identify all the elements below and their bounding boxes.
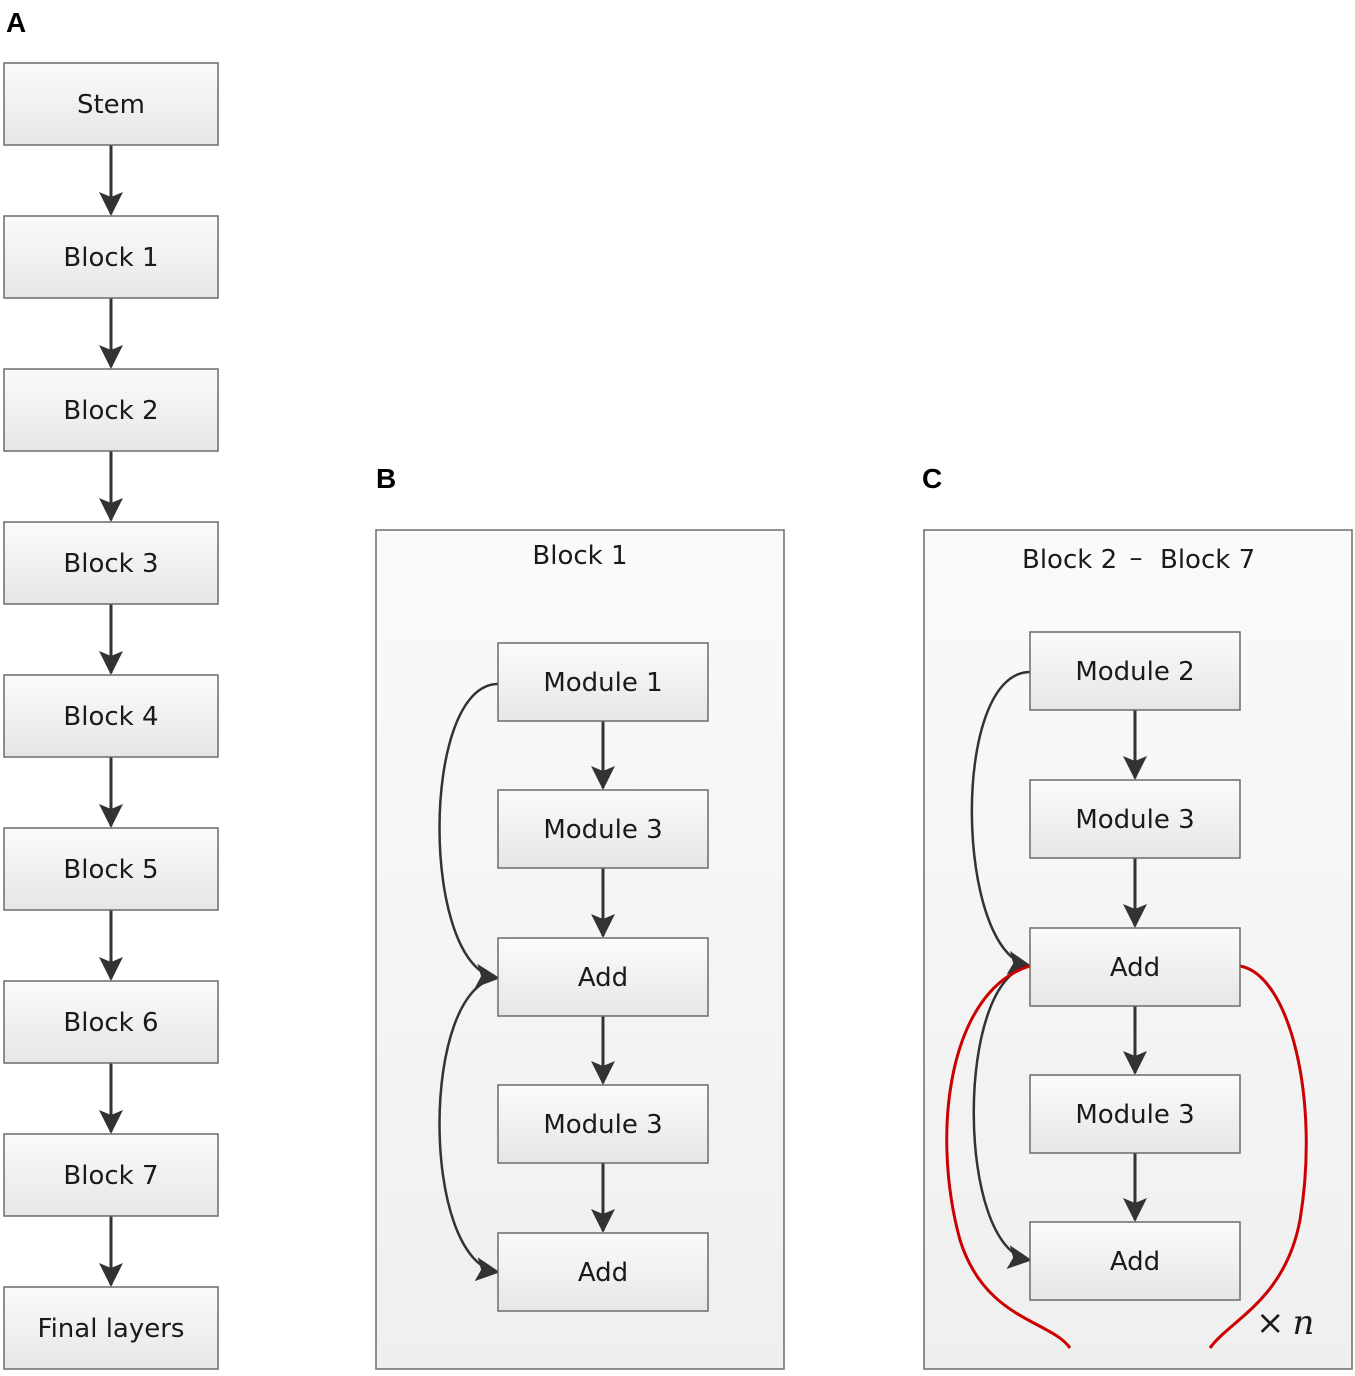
repeat-label: ×n: [1256, 1303, 1314, 1343]
panel-c-node-label: Module 3: [1075, 805, 1194, 835]
panel-a-node-label: Stem: [77, 90, 145, 120]
panel-a-node-3: Block 2: [3, 368, 219, 452]
panel-a-node-label: Final layers: [38, 1314, 185, 1344]
repeat-loop-left: [945, 964, 1072, 1349]
panel-b-skip-arrow-2: [438, 976, 500, 1282]
panel-c-node-label: Add: [1110, 1247, 1160, 1277]
panel-a-node-label: Block 5: [63, 855, 158, 885]
panel-a-node-label: Block 6: [63, 1008, 158, 1038]
panel-b-node-2: Module 3: [497, 789, 709, 869]
panel-a-node-label: Block 1: [63, 243, 158, 273]
panel-b-node-4: Module 3: [497, 1084, 709, 1164]
panel-a-node-1: Stem: [3, 62, 219, 146]
panel-a-letter: A: [6, 7, 26, 38]
panel-c-node-2: Module 3: [1029, 779, 1241, 859]
panel-b-node-box: [497, 1232, 709, 1312]
panel-a-node-8: Block 7: [3, 1133, 219, 1217]
panel-a-node-label: Block 4: [63, 702, 158, 732]
panel-b-skip-arrow-1: [438, 682, 500, 988]
panel-b-node-box: [497, 789, 709, 869]
panel-b-node-label: Add: [578, 1258, 628, 1288]
panel-a-node-6: Block 5: [3, 827, 219, 911]
panel-a-node-box: [3, 1133, 219, 1217]
panel-c-letter: C: [922, 463, 942, 494]
panel-c-node-box: [1029, 927, 1241, 1007]
panel-b-title: Block 1: [532, 541, 627, 571]
panel-c-skip-arrow-2: [972, 964, 1032, 1269]
panel-c-node-5: Add: [1029, 1221, 1241, 1301]
panel-b-node-1: Module 1: [497, 642, 709, 722]
panel-a-node-box: [3, 62, 219, 146]
panel-a-node-2: Block 1: [3, 215, 219, 299]
panel-c-node-box: [1029, 631, 1241, 711]
panel-c-node-box: [1029, 779, 1241, 859]
panel-b-node-3: Add: [497, 937, 709, 1017]
panel-b-node-label: Module 1: [543, 668, 662, 698]
panel-c-title-right: Block 7: [1160, 545, 1255, 575]
panel-b-node-box: [497, 937, 709, 1017]
panel-a-node-box: [3, 368, 219, 452]
panel-c-title-separator: –: [1130, 543, 1143, 573]
panel-a-node-box: [3, 980, 219, 1064]
repeat-symbol: ×: [1256, 1303, 1285, 1343]
panel-c-node-label: Module 2: [1075, 657, 1194, 687]
panel-a-node-label: Block 3: [63, 549, 158, 579]
panel-b-node-box: [497, 642, 709, 722]
panel-b-node-label: Module 3: [543, 1110, 662, 1140]
panel-a-node-label: Block 7: [63, 1161, 158, 1191]
panel-c-node-1: Module 2: [1029, 631, 1241, 711]
panel-a-node-label: Block 2: [63, 396, 158, 426]
repeat-variable: n: [1293, 1303, 1315, 1343]
panel-a-node-7: Block 6: [3, 980, 219, 1064]
panel-a-node-box: [3, 827, 219, 911]
panel-a-node-5: Block 4: [3, 674, 219, 758]
panel-c-node-3: Add: [1029, 927, 1241, 1007]
panel-a-node-box: [3, 521, 219, 605]
panel-b-node-label: Add: [578, 963, 628, 993]
panel-b-node-label: Module 3: [543, 815, 662, 845]
panel-a-node-9: Final layers: [3, 1286, 219, 1370]
panel-c-node-box: [1029, 1074, 1241, 1154]
panel-a-node-box: [3, 1286, 219, 1370]
panel-a-node-4: Block 3: [3, 521, 219, 605]
panel-c-skip-arrow-1: [970, 670, 1032, 975]
panel-c-node-label: Add: [1110, 953, 1160, 983]
panel-c-title-left: Block 2: [1022, 545, 1117, 575]
panel-b-node-5: Add: [497, 1232, 709, 1312]
panel-a-node-box: [3, 674, 219, 758]
panel-c-node-box: [1029, 1221, 1241, 1301]
panel-c-node-4: Module 3: [1029, 1074, 1241, 1154]
panel-b-node-box: [497, 1084, 709, 1164]
panel-b-letter: B: [376, 463, 396, 494]
panel-c-node-label: Module 3: [1075, 1100, 1194, 1130]
panel-a-node-box: [3, 215, 219, 299]
repeat-loop-right: [1208, 964, 1308, 1349]
